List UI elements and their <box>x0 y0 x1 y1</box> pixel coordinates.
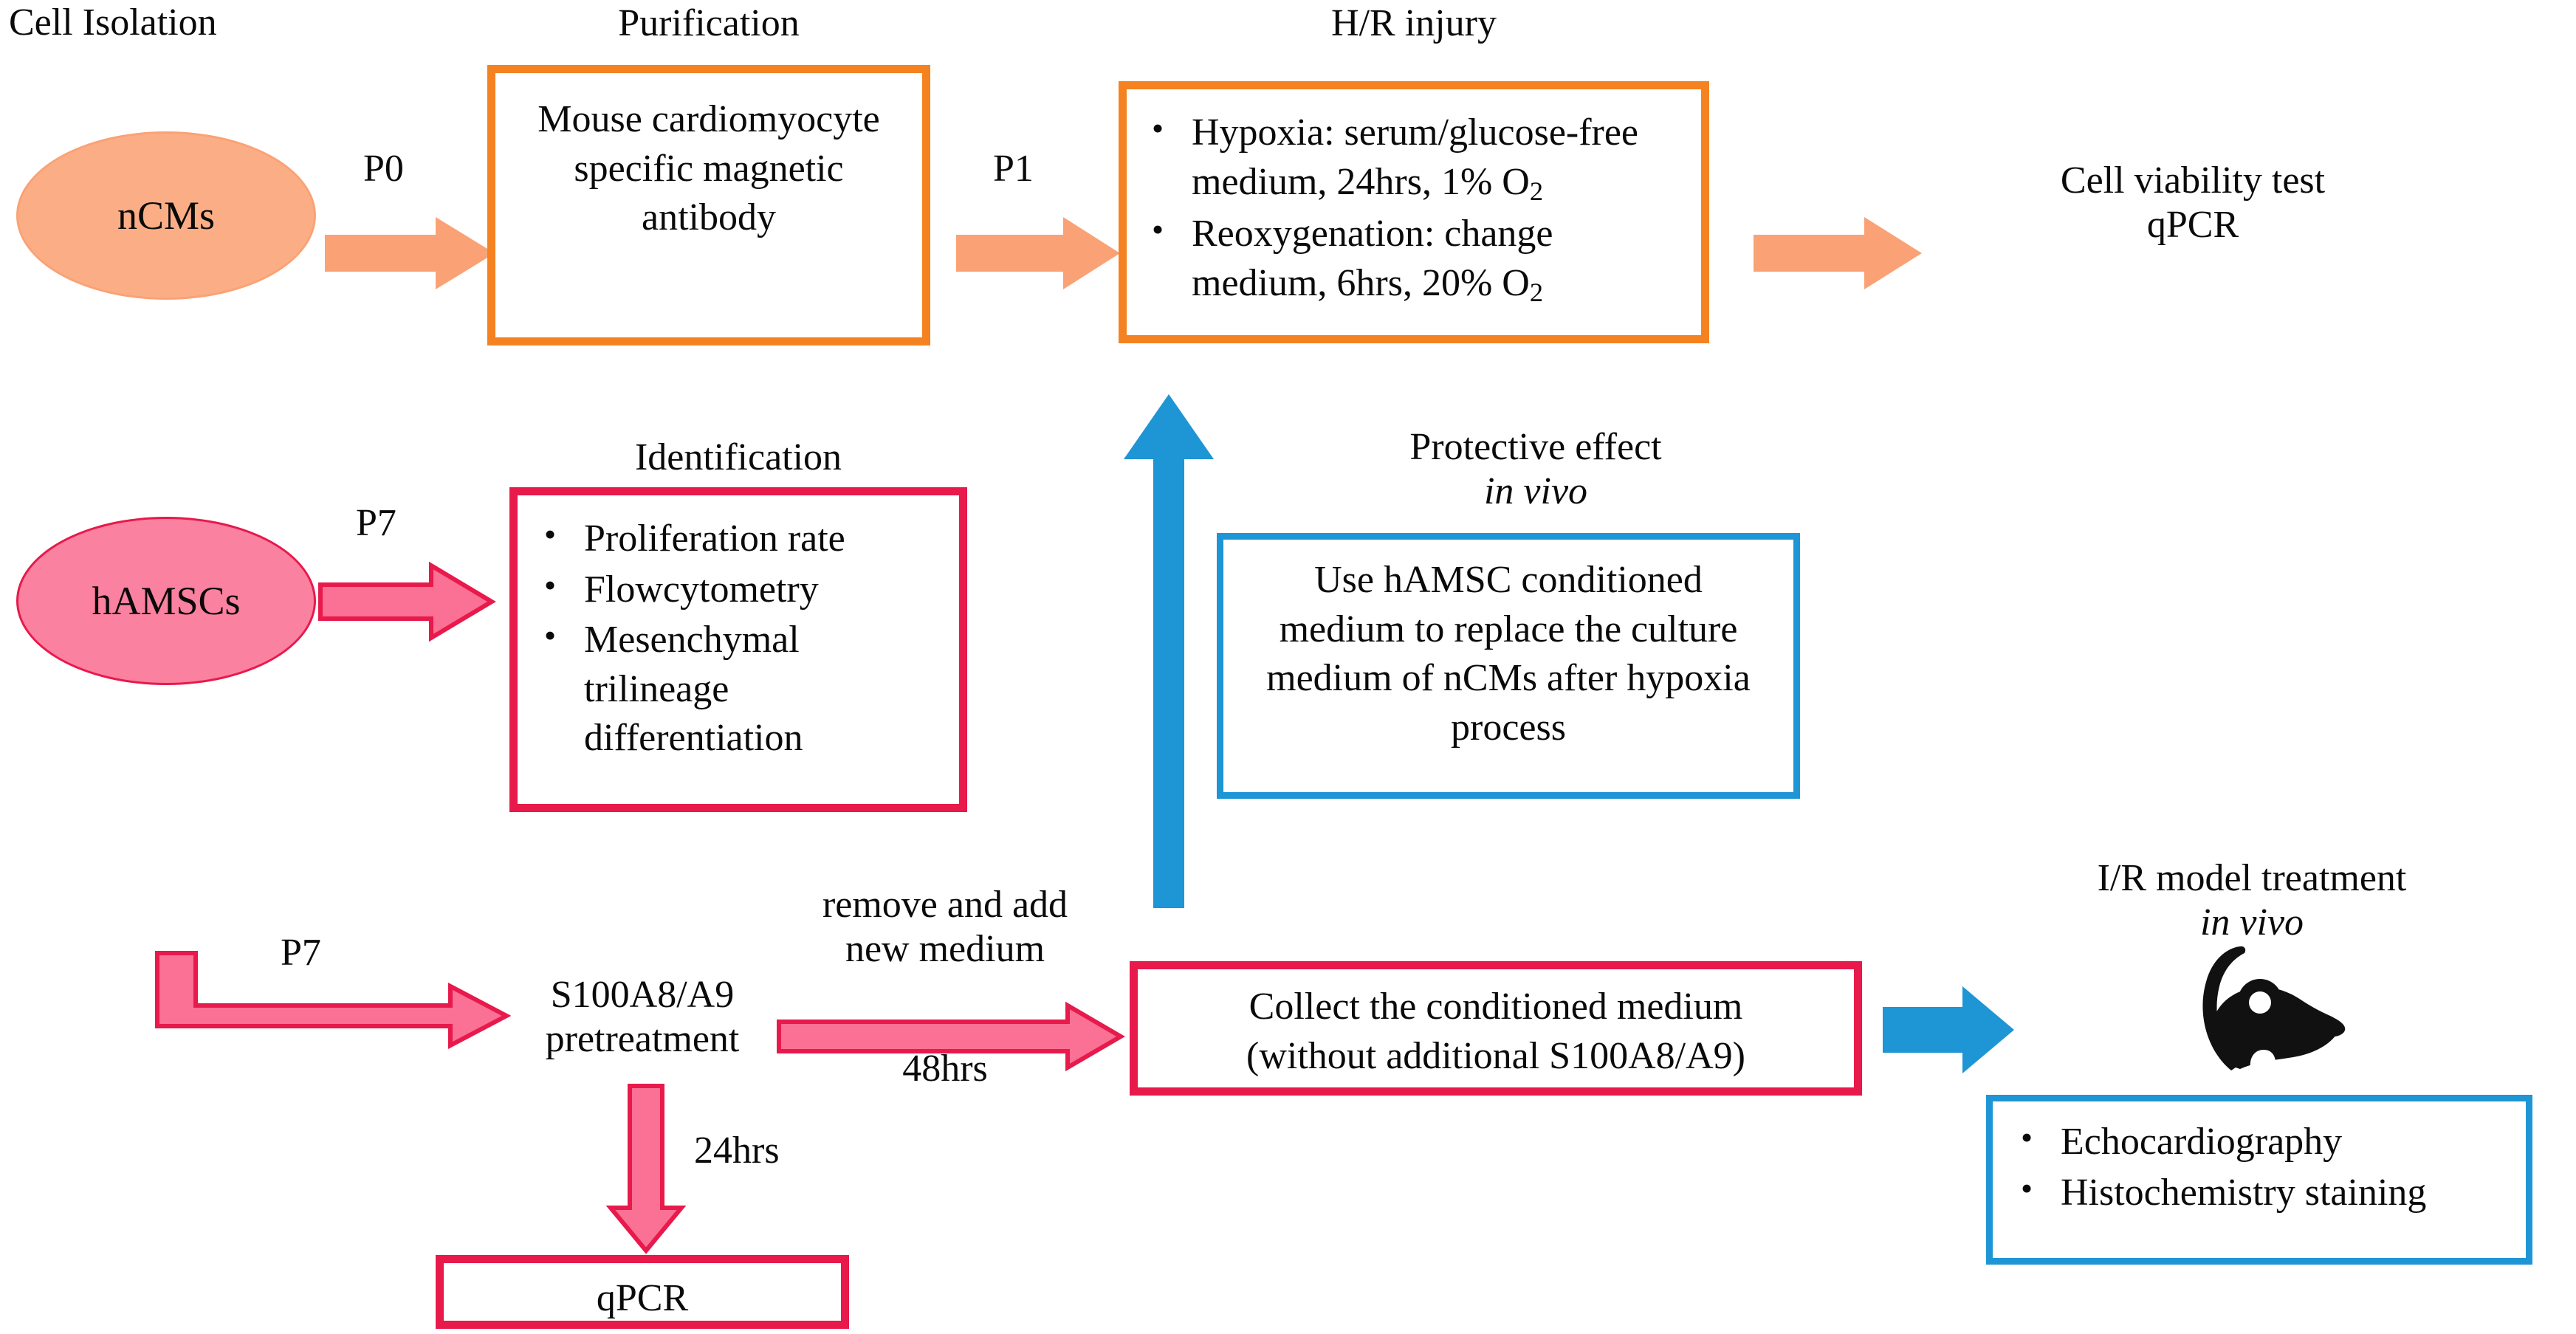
ncms-ellipse-label: nCMs <box>117 193 216 238</box>
hamscs-ellipse-label: hAMSCs <box>92 579 241 623</box>
cell-viability-line2: qPCR <box>2146 204 2239 247</box>
hr-injury-box[interactable]: Hypoxia: serum/glucose-free medium, 24hr… <box>1119 81 1709 343</box>
identification-bullet: Mesenchymal trilineage differentiation <box>538 614 940 763</box>
arrow-to-cell-viability <box>1754 214 1922 292</box>
hamscs-ellipse[interactable]: hAMSCs <box>16 517 316 685</box>
label-purification: Purification <box>618 2 800 44</box>
ir-model-subtitle: in vivo <box>2199 901 2304 944</box>
hr-injury-bullet: Reoxygenation: change medium, 6hrs, 20% … <box>1146 208 1679 309</box>
ir-results-box[interactable]: EchocardiographyHistochemistry staining <box>1986 1095 2532 1265</box>
purification-box-text: Mouse cardiomyocyte specific magnetic an… <box>537 98 880 239</box>
s100a8a9-pretreatment-node: S100A8/A9 pretreatment <box>487 973 797 1062</box>
remove-add-line1: remove and add <box>822 884 1068 926</box>
qpcr-box-text: qPCR <box>596 1277 689 1319</box>
hr-injury-bullet: Hypoxia: serum/glucose-free medium, 24hr… <box>1146 107 1679 208</box>
label-ir-model: I/R model treatment in vivo <box>1964 856 2540 946</box>
arrow-protective-effect-up <box>1121 391 1217 908</box>
arrow-label-p7-s100: P7 <box>281 932 321 974</box>
protective-effect-box-text: Use hAMSC conditioned medium to replace … <box>1266 559 1751 749</box>
arrow-label-24hrs: 24hrs <box>694 1130 780 1172</box>
protective-effect-subtitle: in vivo <box>1483 470 1588 513</box>
cell-viability-block: Cell viability test qPCR <box>1934 159 2451 248</box>
subscript: 2 <box>1529 277 1544 307</box>
collect-medium-box[interactable]: Collect the conditioned medium (without … <box>1130 961 1862 1096</box>
collect-medium-line1: Collect the conditioned medium <box>1248 986 1743 1028</box>
remove-add-line2: new medium <box>845 928 1045 971</box>
identification-bullet: Proliferation rate <box>538 513 940 564</box>
arrow-p7-s100-elbow <box>155 951 512 1051</box>
s100a8a9-line2: pretreatment <box>545 1018 740 1061</box>
arrow-label-p7-identification: P7 <box>356 502 396 544</box>
arrow-label-remove-add-medium: remove and add new medium <box>753 883 1137 972</box>
label-identification: Identification <box>634 436 842 478</box>
s100a8a9-line1: S100A8/A9 <box>550 974 735 1016</box>
arrow-collect-medium <box>777 1001 1125 1072</box>
identification-bullet-list: Proliferation rateFlowcytometryMesenchym… <box>518 495 959 763</box>
hr-injury-bullet-list: Hypoxia: serum/glucose-free medium, 24hr… <box>1127 89 1701 309</box>
subscript: 2 <box>1529 176 1544 206</box>
collect-medium-line2: (without additional S100A8/A9) <box>1246 1034 1745 1077</box>
ir-results-bullet: Echocardiography <box>2015 1116 2511 1167</box>
protective-effect-title: Protective effect <box>1409 426 1662 468</box>
arrow-ir-model <box>1883 982 2016 1078</box>
ir-model-title: I/R model treatment <box>2097 857 2407 899</box>
arrow-qpcr-down <box>605 1084 687 1254</box>
arrow-p1 <box>956 214 1120 292</box>
label-hr-injury: H/R injury <box>1331 2 1497 44</box>
qpcr-box[interactable]: qPCR <box>436 1255 849 1329</box>
label-protective-effect: Protective effect in vivo <box>1255 425 1816 515</box>
identification-box[interactable]: Proliferation rateFlowcytometryMesenchym… <box>509 487 967 812</box>
cell-viability-line1: Cell viability test <box>2060 159 2326 202</box>
arrow-label-p0: P0 <box>363 148 404 190</box>
label-cell-isolation: Cell Isolation <box>9 1 217 44</box>
purification-box[interactable]: Mouse cardiomyocyte specific magnetic an… <box>487 65 930 345</box>
mouse-silhouette-icon <box>2163 939 2348 1076</box>
protective-effect-box[interactable]: Use hAMSC conditioned medium to replace … <box>1217 533 1800 799</box>
arrow-label-48hrs: 48hrs <box>902 1048 988 1090</box>
ir-results-bullet-list: EchocardiographyHistochemistry staining <box>1993 1101 2526 1217</box>
ncms-ellipse[interactable]: nCMs <box>16 131 316 300</box>
arrow-p0 <box>325 214 495 292</box>
ir-results-bullet: Histochemistry staining <box>2015 1167 2511 1218</box>
arrow-label-p1: P1 <box>993 148 1034 190</box>
collect-medium-box-text: Collect the conditioned medium (without … <box>1138 969 1854 1094</box>
identification-bullet: Flowcytometry <box>538 564 940 615</box>
arrow-p7-identification <box>318 561 496 642</box>
